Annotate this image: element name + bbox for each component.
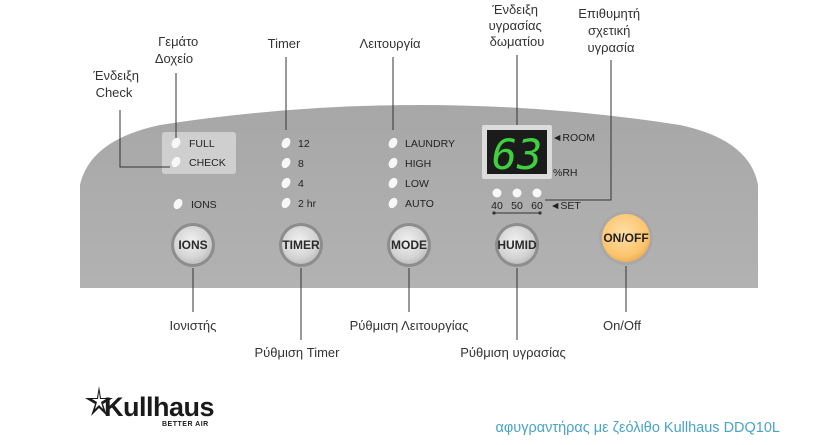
mode-button-face[interactable] <box>390 226 428 264</box>
humidity-led-40 <box>492 188 502 198</box>
mode-option-laundry: LAUNDRY <box>405 138 455 150</box>
mode-led-high <box>388 157 398 169</box>
timer-led-8 <box>281 157 291 169</box>
callout-leader-lines <box>119 55 627 340</box>
room-label: ◄ROOM <box>552 132 595 144</box>
callout-mode-setting: Ρύθμιση Λειτουργίας <box>350 318 469 333</box>
callout-humidity-setting: Ρύθμιση υγρασίας <box>460 345 565 360</box>
mode-led-laundry <box>388 137 398 149</box>
full-indicator: FULL <box>171 137 215 150</box>
callout-target-humidity: Επιθυμητή σχετική υγρασία <box>578 6 644 55</box>
ions-indicator-label: IONS <box>191 199 217 211</box>
tank-indicator-box <box>162 132 236 174</box>
callout-mode: Λειτουργία <box>360 36 421 51</box>
humidity-set-indicators: 40 50 60 ◄SET <box>491 188 581 215</box>
timer-option-8: 8 <box>298 158 304 170</box>
timer-led-12 <box>281 137 291 149</box>
brand-logo: Kullhaus BETTER AIR <box>85 386 215 428</box>
timer-indicators: 12 8 4 2 hr <box>281 137 317 210</box>
mode-option-low: LOW <box>405 178 429 190</box>
mode-button[interactable]: MODE <box>387 223 431 267</box>
mode-option-high: HIGH <box>405 158 431 170</box>
callout-timer-setting: Ρύθμιση Timer <box>255 345 341 360</box>
onoff-button-face[interactable] <box>602 214 650 262</box>
mode-button-label: MODE <box>391 238 427 252</box>
callout-check-indicator: Ένδειξη Check <box>92 68 142 100</box>
timer-button[interactable]: TIMER <box>279 223 323 267</box>
timer-button-face[interactable] <box>282 226 320 264</box>
full-led <box>171 137 181 149</box>
check-indicator: CHECK <box>171 156 226 169</box>
mode-led-low <box>388 177 398 189</box>
humid-button[interactable]: HUMID <box>495 223 539 267</box>
callout-full-tank: Γεμάτο Δοχείο <box>155 34 202 66</box>
check-led <box>171 156 181 168</box>
onoff-button[interactable]: ON/OFF <box>599 211 653 265</box>
control-panel <box>80 105 758 288</box>
humid-button-face[interactable] <box>498 226 536 264</box>
leader-check <box>119 110 170 168</box>
ions-led <box>173 198 183 210</box>
full-label: FULL <box>189 138 215 150</box>
mode-led-auto <box>388 197 398 209</box>
timer-led-2hr <box>281 197 291 209</box>
timer-led-4 <box>281 177 291 189</box>
humidity-display: 63 ◄ROOM %RH <box>482 125 595 179</box>
mode-option-auto: AUTO <box>405 198 434 210</box>
mode-indicators: LAUNDRY HIGH LOW AUTO <box>388 137 455 210</box>
check-label: CHECK <box>189 157 226 169</box>
humidity-bar-dot-right <box>538 211 542 215</box>
product-caption: αφυγραντήρας με ζεόλιθο Kullhaus DDQ10L <box>496 420 780 436</box>
ions-indicator: IONS <box>173 198 217 211</box>
timer-option-2hr: 2 hr <box>298 198 317 210</box>
ions-button[interactable]: IONS <box>171 223 215 267</box>
brand-tagline: BETTER AIR <box>162 421 209 428</box>
humidity-level-50: 50 <box>511 200 523 212</box>
ions-button-label: IONS <box>178 238 207 252</box>
humidity-level-40: 40 <box>491 200 503 212</box>
onoff-button-label: ON/OFF <box>603 231 648 245</box>
callout-room-humidity: Ένδειξη υγρασίας δωματίου <box>489 2 546 49</box>
leader-target-humidity <box>545 60 612 201</box>
humidity-bar-dot-left <box>492 211 496 215</box>
humidity-led-50 <box>512 188 522 198</box>
ions-button-face[interactable] <box>174 226 212 264</box>
callout-onoff: On/Off <box>603 318 641 333</box>
set-label: ◄SET <box>550 200 581 212</box>
brand-name: Kullhaus <box>104 392 214 422</box>
callout-ionizer: Ιονιστής <box>170 318 217 333</box>
humidity-level-60: 60 <box>531 200 543 212</box>
timer-option-12: 12 <box>298 138 310 150</box>
brand-star-icon <box>85 386 113 416</box>
humid-button-label: HUMID <box>497 238 537 252</box>
timer-option-4: 4 <box>298 178 304 190</box>
display-screen <box>487 130 547 174</box>
humidity-led-60 <box>532 188 542 198</box>
display-value: 63 <box>492 130 543 179</box>
timer-button-label: TIMER <box>282 238 320 252</box>
rh-unit-label: %RH <box>553 167 578 179</box>
callout-timer: Timer <box>268 36 301 51</box>
